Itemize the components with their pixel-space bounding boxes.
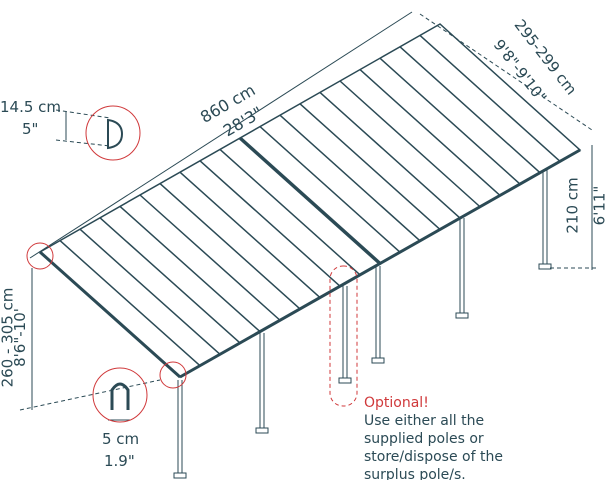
panel-rail bbox=[379, 57, 521, 185]
panel-rail bbox=[359, 69, 501, 196]
gutter-profile-icon bbox=[107, 118, 124, 150]
panel-rail bbox=[259, 126, 401, 253]
back-height-ft-label: 8'6"-10' bbox=[10, 308, 29, 367]
note-title: Optional! bbox=[364, 395, 429, 411]
detail-callouts bbox=[26, 105, 358, 423]
panel-rail bbox=[99, 217, 241, 344]
corner-detail-circle bbox=[26, 242, 54, 270]
detail-icons bbox=[107, 118, 130, 410]
note-line: store/dispose of the bbox=[364, 449, 503, 465]
panel-rail bbox=[199, 160, 341, 287]
support-poles bbox=[173, 170, 552, 479]
panel-rail bbox=[279, 114, 421, 242]
panel-rail bbox=[139, 194, 281, 321]
panel-rail bbox=[419, 34, 561, 162]
dimension-lines bbox=[19, 11, 596, 421]
panel-rail bbox=[79, 228, 221, 355]
pole-base-plate bbox=[455, 312, 469, 319]
panel-rail bbox=[319, 91, 461, 219]
panel-rail bbox=[399, 46, 541, 174]
panel-rail bbox=[219, 148, 361, 276]
optional-poles-note: Optional! Use either all the supplied po… bbox=[364, 394, 503, 480]
panel-rail bbox=[179, 171, 321, 299]
post-detail-circle bbox=[92, 367, 148, 423]
front-height-ft-label: 6'11" bbox=[590, 185, 609, 226]
panel-rail bbox=[59, 240, 201, 367]
front-height-cm-label: 210 cm bbox=[563, 177, 582, 234]
panel-rail bbox=[159, 183, 301, 310]
note-line: Use either all the bbox=[364, 413, 485, 429]
post-in-label: 1.9" bbox=[104, 452, 135, 470]
post-corner-detail-circle bbox=[159, 361, 187, 389]
pole-base-plate bbox=[371, 357, 385, 364]
pole-base-plate bbox=[255, 427, 269, 434]
gutter-detail-circle bbox=[85, 105, 141, 161]
roof-panels bbox=[38, 23, 582, 379]
panel-rail bbox=[299, 103, 441, 231]
gutter-cm-label: 14.5 cm bbox=[0, 98, 62, 116]
front-gutter bbox=[179, 148, 581, 379]
panel-rail bbox=[339, 80, 481, 208]
panel-rail bbox=[119, 205, 261, 333]
pole-base-plate bbox=[173, 472, 187, 479]
note-line: supplied poles or bbox=[364, 431, 484, 447]
pole-base-plate bbox=[338, 377, 352, 384]
optional-pole-highlight bbox=[329, 265, 358, 407]
note-line: surplus pole/s. bbox=[364, 467, 466, 480]
side-beam bbox=[39, 250, 181, 379]
post-cm-label: 5 cm bbox=[102, 430, 140, 448]
center-joint-beam bbox=[238, 136, 382, 265]
post-profile-icon bbox=[110, 382, 130, 410]
length-dimension-line bbox=[29, 11, 413, 259]
gutter-in-label: 5" bbox=[22, 120, 39, 138]
pole-base-plate bbox=[538, 263, 552, 270]
